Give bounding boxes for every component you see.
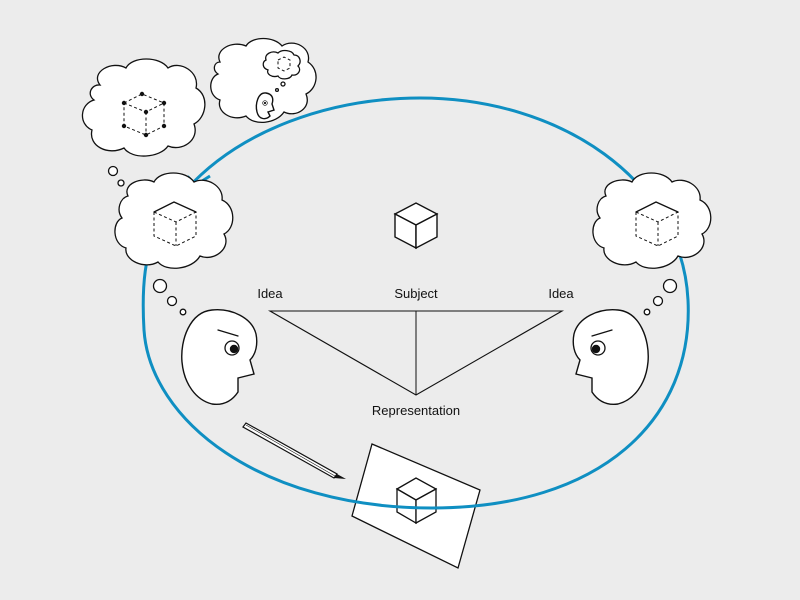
- thought-cloud-icon: [81, 58, 206, 187]
- pencil-icon: [242, 422, 346, 479]
- tiny-cube-icon: [277, 56, 291, 72]
- relation-triangle: [267, 310, 565, 396]
- face-icon: [572, 309, 649, 406]
- thought-cloud-icon: [114, 172, 234, 316]
- thought-cloud-icon: [592, 172, 712, 316]
- label-idea-left: Idea: [257, 286, 283, 301]
- small-face-icon: [255, 92, 275, 120]
- wireframe-cube-icon: [635, 201, 679, 247]
- cycle-loop: [141, 96, 690, 510]
- wireframe-cube-icon: [121, 91, 167, 138]
- subject-cube-icon: [393, 202, 439, 250]
- label-subject: Subject: [394, 286, 438, 301]
- thought-cloud-icon: [210, 37, 317, 123]
- face-icon: [181, 309, 258, 406]
- paper-sheet-icon: [351, 443, 481, 569]
- wireframe-cube-icon: [153, 201, 197, 247]
- label-idea-right: Idea: [548, 286, 574, 301]
- label-representation: Representation: [371, 403, 461, 418]
